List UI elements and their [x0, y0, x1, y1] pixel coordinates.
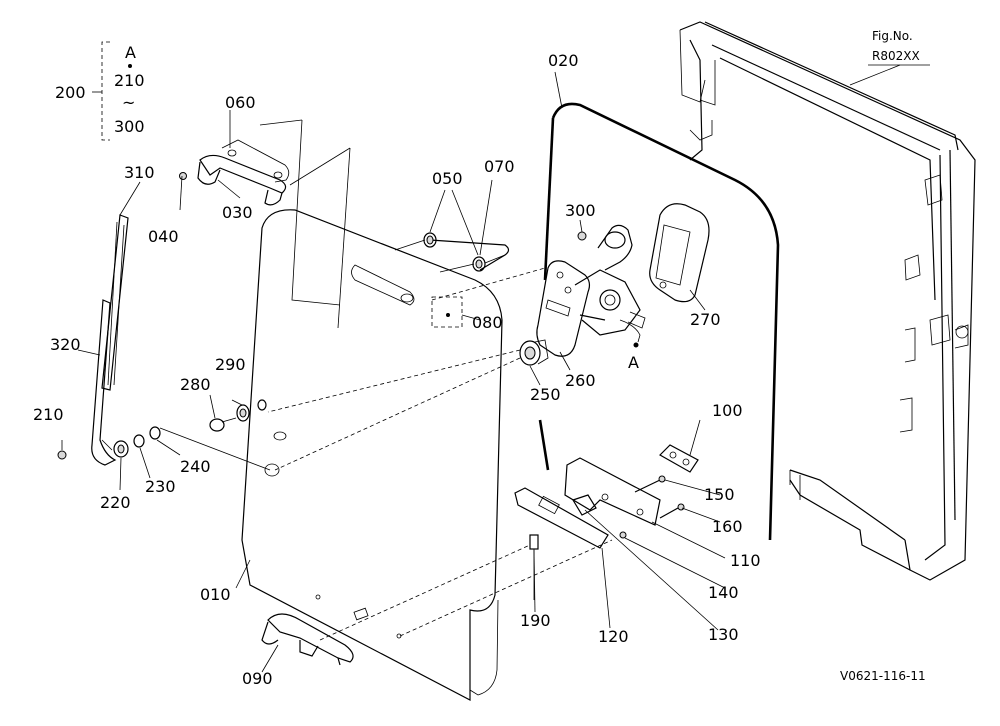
group-from-label: 210	[114, 71, 145, 90]
part-label-020: 020	[548, 51, 579, 70]
washer-230	[133, 434, 145, 448]
door-glass-panel	[241, 209, 503, 701]
part-label-040: 040	[148, 227, 179, 246]
part-label-240: 240	[180, 457, 211, 476]
wiper-arm-320	[91, 299, 117, 466]
figure-number-value: R802XX	[872, 49, 920, 63]
group-part-label: 200	[55, 83, 86, 102]
lock-plate-120	[514, 487, 609, 549]
part-label-300: 300	[565, 201, 596, 220]
part-label-210: 210	[33, 405, 64, 424]
part-label-080: 080	[472, 313, 503, 332]
part-label-150: 150	[704, 485, 735, 504]
bushing-250	[519, 339, 549, 366]
adhesive-pad-080	[431, 296, 463, 328]
drawing-code: V0621-116-11	[840, 669, 926, 683]
part-label-310: 310	[124, 163, 155, 182]
figure-number-label: Fig.No.	[872, 29, 913, 43]
hinge-link	[394, 232, 510, 273]
group-to-label: 300	[114, 117, 145, 136]
striker-plate-100	[659, 444, 699, 473]
part-label-320: 320	[50, 335, 81, 354]
lower-handle-090	[261, 539, 613, 666]
part-label-280: 280	[180, 375, 211, 394]
pin-140	[619, 531, 627, 539]
screw-160	[659, 503, 685, 519]
part-label-140: 140	[708, 583, 739, 602]
part-label-010: 010	[200, 585, 231, 604]
lock-block-130	[572, 494, 597, 516]
weather-seal	[551, 102, 780, 541]
wiper-motor-assembly	[536, 224, 646, 357]
group-top-label: A	[125, 43, 136, 62]
part-label-100: 100	[712, 401, 743, 420]
door-glass-edge	[469, 599, 499, 696]
part-label-270: 270	[690, 310, 721, 329]
part-label-290: 290	[215, 355, 246, 374]
cab-frame	[679, 21, 976, 581]
screw-150	[634, 475, 666, 493]
part-label-030: 030	[222, 203, 253, 222]
part-label-190: 190	[520, 611, 551, 630]
part-label-160: 160	[712, 517, 743, 536]
plug-280	[209, 417, 237, 432]
screw-040	[179, 172, 187, 180]
part-label-250: 250	[530, 385, 561, 404]
motor-cover-270	[649, 203, 710, 303]
group-range-mark: ~	[122, 93, 135, 112]
upper-handle	[197, 139, 290, 206]
part-label-060: 060	[225, 93, 256, 112]
part-label-130: 130	[708, 625, 739, 644]
part-label-050: 050	[432, 169, 463, 188]
leader-lines	[61, 64, 930, 673]
part-label-260: 260	[565, 371, 596, 390]
group-bracket-200: 200 A 210 ~ 300	[55, 41, 145, 141]
cap-220	[113, 440, 129, 458]
reference-mark-A: A	[628, 353, 639, 372]
washer-240	[149, 426, 161, 440]
nut-210	[57, 450, 67, 460]
part-label-070: 070	[484, 157, 515, 176]
grommet-290	[236, 399, 267, 422]
part-labels: 010 020 030 040 050 060 070 080 090 100 …	[33, 51, 761, 688]
wire-to-A	[619, 319, 641, 343]
part-label-090: 090	[242, 669, 273, 688]
latch-bracket-110	[564, 457, 661, 526]
part-label-110: 110	[730, 551, 761, 570]
part-label-220: 220	[100, 493, 131, 512]
part-label-230: 230	[145, 477, 176, 496]
part-label-120: 120	[598, 627, 629, 646]
